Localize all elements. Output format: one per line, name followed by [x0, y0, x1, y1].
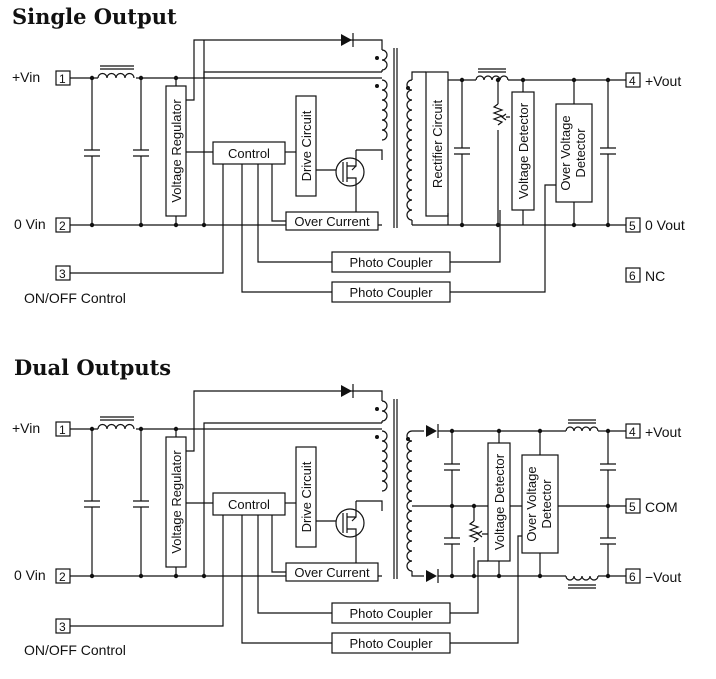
potentiometer-icon	[492, 103, 510, 126]
dual-outputs-diagram: Dual Outputs +Vin 1 0 Vin 2 3 ON/OFF Con…	[12, 355, 681, 658]
dual-over-current-label: Over Current	[294, 565, 370, 580]
dual-pin2-label: 0 Vin	[14, 567, 46, 583]
single-pin1-number: 1	[59, 72, 66, 86]
dual-pin4-box	[625, 423, 641, 439]
transformer-icon	[381, 399, 413, 579]
single-output-diagram: Single Output +Vin 1 0 Vin 2 3 ON/OFF Co…	[12, 4, 685, 306]
dual-pin5-label: COM	[645, 499, 678, 515]
diode-icon	[338, 33, 356, 47]
dual-input-rails	[70, 428, 382, 627]
capacitor-icon	[84, 78, 149, 225]
single-pin4-label: +Vout	[645, 73, 681, 89]
single-pin4-number: 4	[629, 74, 636, 88]
inductor-icon	[565, 575, 599, 589]
dual-over-voltage-label-1: Over Voltage	[524, 466, 539, 541]
capacitor-icon	[600, 431, 616, 576]
single-input-rails	[70, 77, 382, 274]
dual-over-voltage-block	[521, 454, 559, 554]
dual-pin4-number: 4	[629, 425, 636, 439]
single-over-voltage-label-1: Over Voltage	[558, 115, 573, 190]
dual-pin6-label: −Vout	[645, 569, 681, 585]
dual-pin6-box	[625, 568, 641, 584]
dual-control-label: Control	[228, 497, 270, 512]
dual-control-block	[212, 492, 286, 516]
single-pin6-number: 6	[629, 269, 636, 283]
dual-pin3-number: 3	[59, 620, 66, 634]
single-voltage-regulator-label: Voltage Regulator	[169, 99, 184, 203]
single-pin6-box	[625, 267, 641, 283]
single-pin6-label: NC	[645, 268, 665, 284]
dual-pin1-label: +Vin	[12, 420, 40, 436]
single-photo-coupler-2-label: Photo Coupler	[349, 285, 433, 300]
single-pin3-number: 3	[59, 267, 66, 281]
single-pin5-box	[625, 217, 641, 233]
diode-icon	[426, 569, 566, 583]
dual-pin3-label: ON/OFF Control	[24, 642, 126, 658]
capacitor-icon	[444, 431, 460, 576]
capacitor-icon	[454, 80, 616, 225]
single-pin5-number: 5	[629, 219, 636, 233]
dual-over-voltage-label-2: Detector	[539, 479, 554, 529]
dual-pin4-label: +Vout	[645, 424, 681, 440]
dual-outputs-title: Dual Outputs	[14, 355, 171, 380]
single-over-voltage-label-2: Detector	[573, 128, 588, 178]
dual-pin5-box	[625, 498, 641, 514]
single-rectifier-block	[425, 71, 449, 217]
inductor-icon	[475, 68, 509, 81]
dual-pin5-number: 5	[629, 500, 636, 514]
diode-icon	[338, 384, 356, 398]
mosfet-icon	[335, 150, 365, 198]
single-pin5-label: 0 Vout	[645, 217, 685, 233]
single-pin3-label: ON/OFF Control	[24, 290, 126, 306]
dual-pin2-number: 2	[59, 570, 66, 584]
transformer-icon	[381, 48, 413, 228]
inductor-icon	[565, 419, 599, 432]
single-output-title: Single Output	[12, 4, 177, 29]
diode-icon	[426, 424, 566, 438]
single-voltage-detector-label: Voltage Detector	[516, 102, 531, 199]
dual-pin6-number: 6	[629, 570, 636, 584]
single-pin2-number: 2	[59, 219, 66, 233]
dual-drive-circuit-label: Drive Circuit	[299, 461, 314, 532]
dual-voltage-detector-label: Voltage Detector	[492, 453, 507, 550]
dual-photo-coupler-2-label: Photo Coupler	[349, 636, 433, 651]
capacitor-icon	[84, 429, 149, 576]
single-pin4-box	[625, 72, 641, 88]
dual-voltage-regulator-label: Voltage Regulator	[169, 450, 184, 554]
single-drive-circuit-block	[295, 95, 317, 197]
single-over-current-label: Over Current	[294, 214, 370, 229]
single-pin1-label: +Vin	[12, 69, 40, 85]
dual-drive-circuit-block	[295, 446, 317, 548]
dual-pin1-number: 1	[59, 423, 66, 437]
single-rectifier-label: Rectifier Circuit	[430, 100, 445, 189]
dual-photo-coupler-1-label: Photo Coupler	[349, 606, 433, 621]
single-control-label: Control	[228, 146, 270, 161]
mosfet-icon	[335, 501, 365, 549]
inductor-icon	[97, 416, 135, 430]
inductor-icon	[97, 65, 135, 79]
single-drive-circuit-label: Drive Circuit	[299, 110, 314, 181]
single-control-block	[212, 141, 286, 165]
potentiometer-icon	[468, 520, 488, 543]
single-pin2-label: 0 Vin	[14, 216, 46, 232]
single-over-voltage-block	[555, 103, 593, 203]
single-photo-coupler-1-label: Photo Coupler	[349, 255, 433, 270]
